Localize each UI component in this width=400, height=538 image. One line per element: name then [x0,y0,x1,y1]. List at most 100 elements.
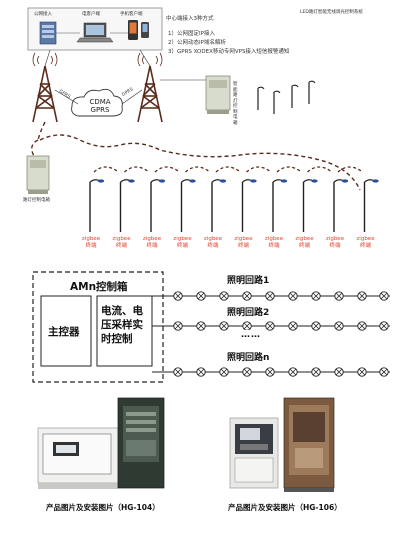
zigbee-link-dash [154,166,180,173]
client-panel [27,7,163,51]
zigbee-terminal-label-line1: zigbee [173,236,192,242]
street-control-cabinet-icon [26,155,50,194]
lamp-bulb-icon [288,321,298,331]
zigbee-terminal-label-line2: 终端 [298,243,310,249]
small-lamp-post-icon [308,80,316,104]
lamp-bulb-icon [311,291,321,301]
smart-control-cabinet-icon [205,75,231,114]
zigbee-terminal-label-line2: 终端 [329,243,341,249]
mobile-client-label: 手机客户端 [120,12,143,17]
zigbee-links [93,166,363,173]
product-caption-hg106: 产品图片及安装图片（HG-106） [228,503,342,512]
lamp-bulb-icon [334,291,344,301]
laptop-icon [76,22,114,43]
zigbee-terminal-label-line1: zigbee [112,236,131,242]
right-tower-signal-icon [137,52,163,67]
zigbee-link-dash [185,166,211,173]
lamp-bulb-icon [219,367,229,377]
lamp-bulb-icon [242,367,252,377]
zigbee-terminal-label-line1: zigbee [234,236,253,242]
lamp-bulb-icon [311,321,321,331]
zigbee-link-dash [93,166,119,173]
lamp-bulb-icon [265,321,275,331]
lamp-bulb-icon [288,367,298,377]
zigbee-link-dash [307,166,333,173]
lamp-bulb-icon [196,291,206,301]
zigbee-link-dash [276,166,302,173]
circuit-label-2: 照明回路2 [226,305,271,318]
left-signal-tower-icon [32,65,58,123]
zigbee-terminal-label-line2: 终端 [237,243,249,249]
lamp-bulb-icon [219,321,229,331]
lamp-bulb-icon [242,291,252,301]
lamp-bulb-icon [173,367,183,377]
zigbee-terminal-label-line1: zigbee [325,236,345,242]
lamp-bulb-icon [265,291,275,301]
lighting-circuits [152,291,390,377]
system-small-title: LED路灯智能无线调光控制系统 [300,10,363,15]
street-lamp-icon [119,179,135,232]
controller-box [40,295,92,367]
lamp-bulb-icon [288,291,298,301]
small-lamp-post-icon [291,84,299,108]
lamp-bulb-icon [311,367,321,377]
street-lamp-icon [211,179,227,232]
pc-client-label: 电客户端 [82,12,100,17]
lamp-bulb-icon [379,367,389,377]
cloud-label-line1: CDMA [89,98,111,106]
circuit-ellipsis: …… [240,330,262,340]
street-lamp-icon [363,179,379,232]
circuit-label-1: 照明回路1 [226,273,271,286]
mobile-phone-icon [128,20,149,40]
zigbee-link-dash [337,166,363,173]
street-lamp-row [89,179,379,232]
zigbee-terminal-label-line1: zigbee [356,236,375,242]
small-lamp-post-icon [273,90,281,114]
street-lamp-icon [302,179,318,232]
street-lamp-icon [333,179,349,232]
product-photo-hg104 [37,397,165,489]
zigbee-link-dash [124,166,150,173]
circuit-label-n: 照明回路n [226,350,271,363]
street-lamp-icon [241,179,257,232]
lamp-bulb-icon [357,367,367,377]
lamp-bulb-icon [196,321,206,331]
zigbee-terminal-label-line2: 终端 [207,243,219,249]
zigbee-terminal-label-line1: zigbee [142,236,162,242]
street-lamp-icon [272,179,288,232]
lamp-bulb-icon [379,291,389,301]
cloud-label: CDMA GPRS [86,98,114,114]
street-lamp-icon [180,179,196,232]
small-street-lamps [257,80,316,114]
cloud-label-line2: GPRS [90,106,110,114]
lamp-bulb-icon [196,367,206,377]
tower-to-cabinet-dash [37,121,46,141]
zigbee-terminal-label-line1: zigbee [264,236,284,242]
lamp-bulb-icon [357,321,367,331]
zigbee-terminal-label-line2: 终端 [268,243,280,249]
zigbee-terminal-label-line2: 终端 [85,243,97,249]
wireless-link-path [31,134,361,191]
zigbee-terminal-label-line2: 终端 [115,243,127,249]
zigbee-terminal-label-line2: 终端 [146,243,158,249]
zigbee-link-dash [246,166,272,173]
server-icon [39,21,57,45]
smart-cabinet-label: 智能路灯控制电箱 [233,82,238,126]
street-lamp-icon [150,179,166,232]
left-tower-signal-icon [32,52,58,67]
public-access-label: 公网接入 [34,12,52,17]
lamp-bulb-icon [357,291,367,301]
lamp-bulb-icon [334,367,344,377]
access-method-3: 3）GPRS XODEX移动专网VPS接入短信报警通知 [168,49,290,55]
street-lamp-icon [89,179,105,232]
access-method-2: 2）公网动态IP域名解析 [168,40,226,46]
lamp-bulb-icon [334,321,344,331]
